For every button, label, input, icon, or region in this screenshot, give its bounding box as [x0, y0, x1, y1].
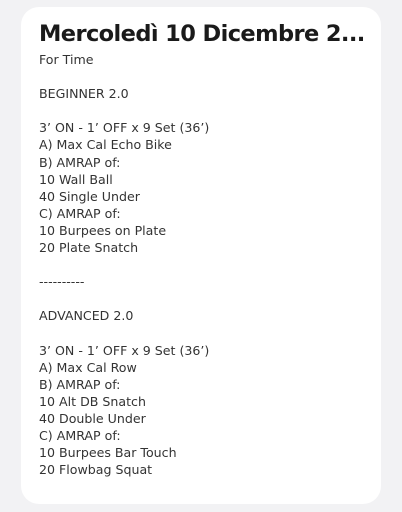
description-line: 3’ ON - 1’ OFF x 9 Set (36’)	[39, 120, 210, 136]
workout-description: For Time BEGINNER 2.0 3’ ON - 1’ OFF x 9…	[39, 51, 381, 478]
description-line: 10 Burpees on Plate	[39, 222, 167, 238]
description-line: 3’ ON - 1’ OFF x 9 Set (36’)	[39, 342, 210, 358]
workout-title: Mercoledì 10 Dicembre 2...	[39, 21, 365, 47]
description-line: A) Max Cal Row	[39, 359, 137, 375]
description-line	[39, 68, 381, 85]
description-line	[39, 256, 381, 273]
description-line: BEGINNER 2.0	[39, 86, 129, 102]
description-line	[39, 102, 381, 119]
description-line: 10 Burpees Bar Touch	[39, 445, 177, 461]
description-line: ADVANCED 2.0	[39, 308, 134, 324]
workout-card[interactable]: Mercoledì 10 Dicembre 2... For Time BEGI…	[21, 7, 381, 504]
description-line: B) AMRAP of:	[39, 154, 121, 170]
description-line: 20 Flowbag Squat	[39, 462, 153, 478]
description-line: 40 Single Under	[39, 188, 140, 204]
description-line: C) AMRAP of:	[39, 205, 121, 221]
description-line: 40 Double Under	[39, 410, 146, 426]
description-line	[39, 325, 381, 342]
description-line: 10 Wall Ball	[39, 171, 113, 187]
description-line: A) Max Cal Echo Bike	[39, 137, 172, 153]
description-line: ----------	[39, 274, 85, 290]
description-line: 10 Alt DB Snatch	[39, 393, 146, 409]
description-line: 20 Plate Snatch	[39, 240, 139, 256]
description-line: B) AMRAP of:	[39, 376, 121, 392]
description-line	[39, 290, 381, 307]
description-line: For Time	[39, 52, 94, 67]
description-line: C) AMRAP of:	[39, 428, 121, 444]
